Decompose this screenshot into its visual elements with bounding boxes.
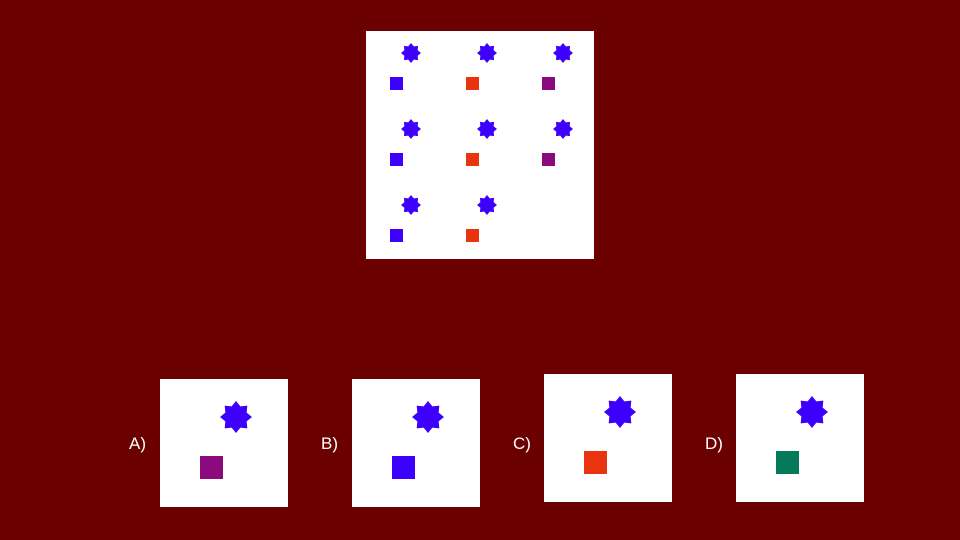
star-shape-icon (553, 119, 573, 139)
matrix-cell (442, 183, 518, 259)
matrix-cell (366, 107, 442, 183)
option-d-label: D) (705, 434, 723, 453)
square-shape (776, 451, 799, 474)
square-shape (466, 229, 479, 242)
star-shape-icon (412, 401, 444, 433)
matrix-cell (518, 107, 594, 183)
option-c-label: C) (513, 434, 531, 453)
matrix-cell (366, 31, 442, 107)
square-shape (466, 153, 479, 166)
matrix-cell-missing (518, 183, 594, 259)
square-shape (542, 77, 555, 90)
option-a-card[interactable] (160, 379, 288, 507)
option-b-label: B) (321, 434, 338, 453)
star-shape-icon (796, 396, 828, 428)
star-shape-icon (477, 43, 497, 63)
square-shape (584, 451, 607, 474)
option-b-card[interactable] (352, 379, 480, 507)
square-shape (200, 456, 223, 479)
matrix-cell (366, 183, 442, 259)
square-shape (390, 229, 403, 242)
matrix-cell (442, 31, 518, 107)
star-shape-icon (553, 43, 573, 63)
option-a-label: A) (129, 434, 146, 453)
matrix-cell (442, 107, 518, 183)
star-shape-icon (401, 195, 421, 215)
star-shape-icon (401, 43, 421, 63)
star-shape-icon (220, 401, 252, 433)
square-shape (390, 153, 403, 166)
square-shape (392, 456, 415, 479)
star-shape-icon (401, 119, 421, 139)
star-shape-icon (477, 195, 497, 215)
puzzle-matrix (366, 31, 594, 259)
option-d-card[interactable] (736, 374, 864, 502)
matrix-cell (518, 31, 594, 107)
square-shape (466, 77, 479, 90)
star-shape-icon (477, 119, 497, 139)
square-shape (390, 77, 403, 90)
option-c-card[interactable] (544, 374, 672, 502)
square-shape (542, 153, 555, 166)
star-shape-icon (604, 396, 636, 428)
